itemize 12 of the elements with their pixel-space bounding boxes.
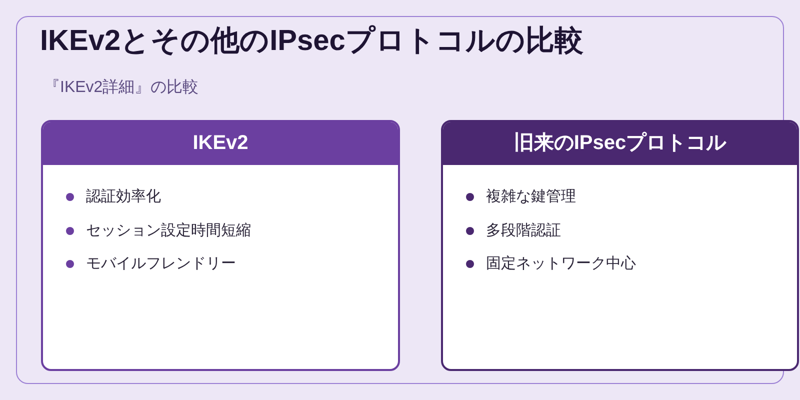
diagram-title: IKEv2とその他のIPsecプロトコルの比較 bbox=[40, 24, 584, 59]
list-item: セッション設定時間短縮 bbox=[86, 220, 251, 240]
list-item: 固定ネットワーク中心 bbox=[486, 254, 636, 274]
comparison-card bbox=[441, 120, 799, 371]
list-item: 多段階認証 bbox=[486, 220, 561, 240]
list-item: 複雑な鍵管理 bbox=[486, 187, 576, 207]
comparison-card bbox=[41, 120, 400, 371]
list-item: モバイルフレンドリー bbox=[86, 254, 236, 274]
diagram-subtitle: 『IKEv2詳細』の比較 bbox=[44, 78, 199, 98]
card-header: IKEv2 bbox=[43, 122, 398, 165]
list-item: 認証効率化 bbox=[86, 187, 161, 207]
card-header: 旧来のIPsecプロトコル bbox=[443, 122, 797, 165]
